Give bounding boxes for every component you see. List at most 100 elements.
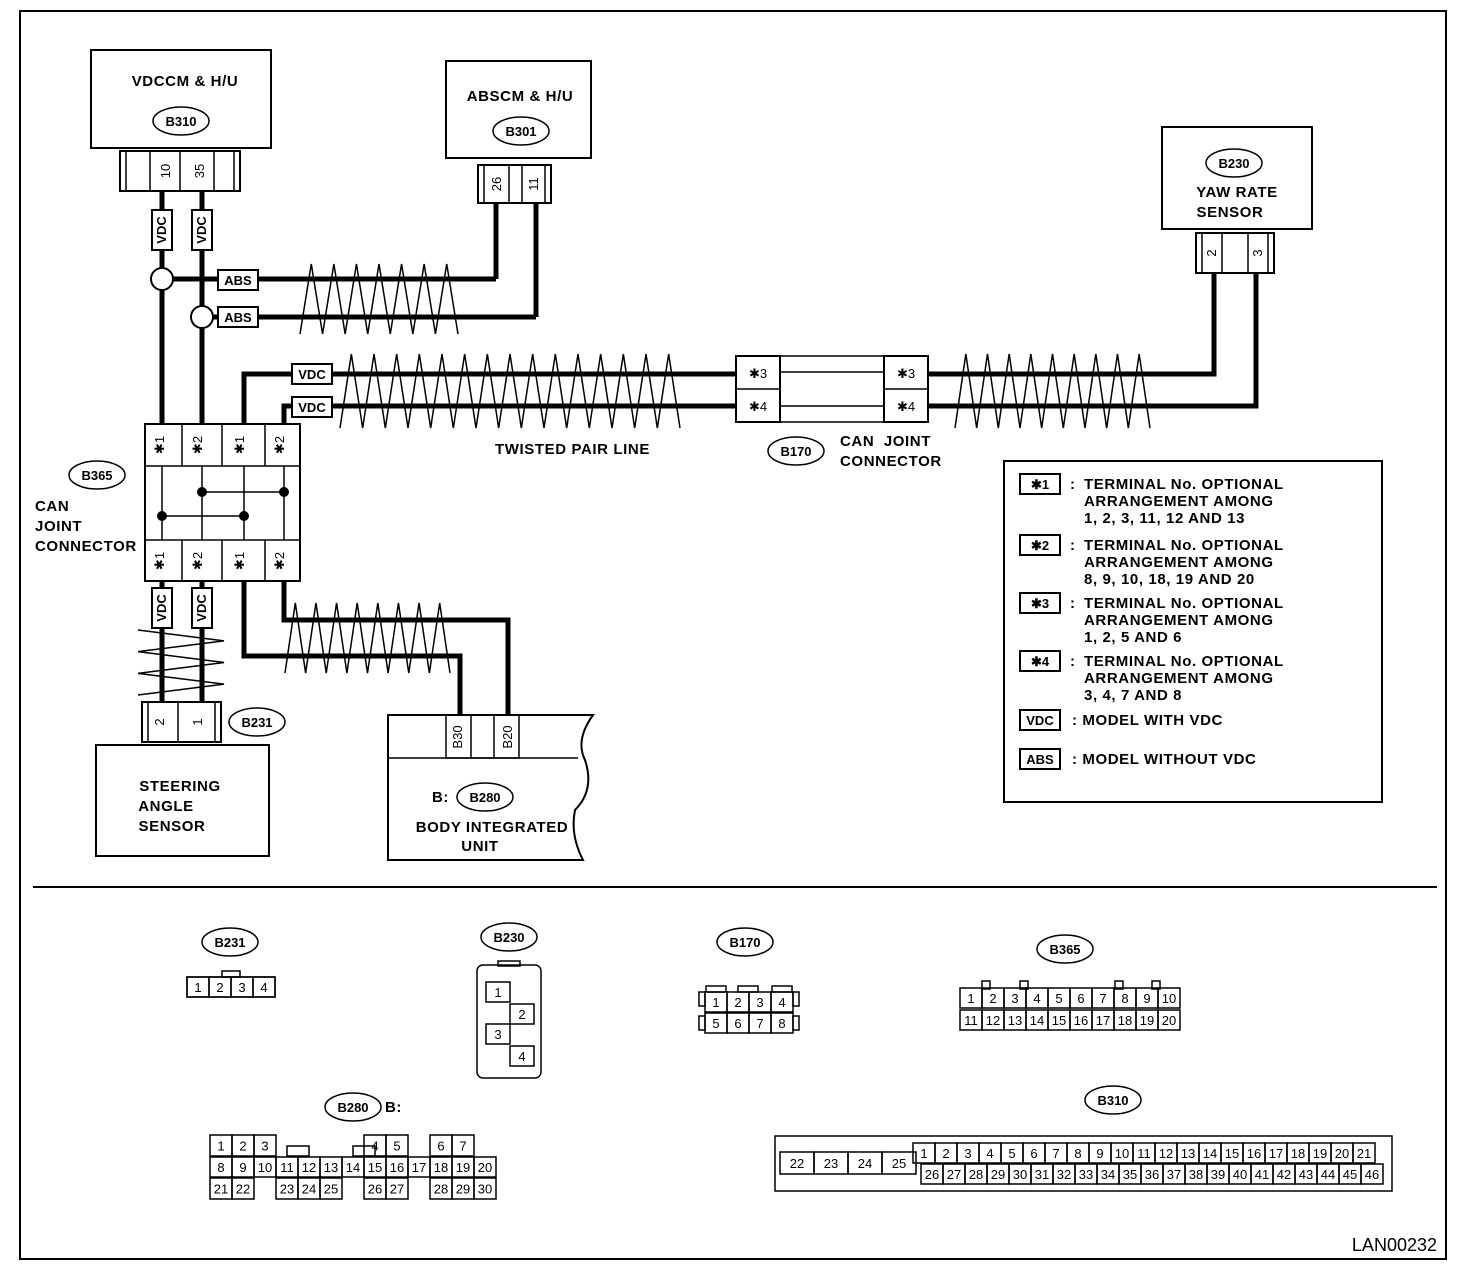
vdc-tag-1: VDC [151, 209, 173, 251]
face-b170-pin: 6 [734, 1016, 741, 1031]
face-b170-latch [698, 991, 706, 1007]
face-b365-pin: 19 [1140, 1013, 1154, 1028]
face-b365-pin: 7 [1099, 991, 1106, 1006]
legend-symbol: ABS [1026, 752, 1054, 767]
twisted-pair-label: TWISTED PAIR LINE [495, 441, 650, 458]
vdccm-name: VDCCM & H/U [132, 73, 239, 90]
svg-text:VDC: VDC [194, 594, 209, 622]
face-b310-pin: 19 [1313, 1146, 1327, 1161]
face-b170-latch [698, 1015, 706, 1031]
face-b365-pin: 14 [1030, 1013, 1044, 1028]
face-b310-pin: 13 [1181, 1146, 1195, 1161]
legend-line: ARRANGEMENT AMONG [1084, 612, 1274, 629]
face-b365-pin: 16 [1074, 1013, 1088, 1028]
face-b280-pin: 27 [390, 1182, 404, 1197]
face-b230-key [497, 960, 521, 967]
face-b310-pin: 45 [1343, 1167, 1357, 1182]
svg-text:VDC: VDC [298, 367, 326, 382]
legend-line: TERMINAL No. OPTIONAL [1084, 595, 1284, 612]
svg-text:VDC: VDC [298, 400, 326, 415]
face-b365-pin: 17 [1096, 1013, 1110, 1028]
b365-top-pin-2: ✱2 [190, 436, 205, 454]
face-b280-pin: 16 [390, 1160, 404, 1175]
face-b231-pin: 3 [238, 980, 245, 995]
face-b365-pin: 3 [1011, 991, 1018, 1006]
vdc-tag-6: VDC [191, 587, 213, 629]
vdc-tag-4: VDC [291, 396, 333, 418]
svg-text:VDC: VDC [194, 216, 209, 244]
face-b310-pin: 6 [1030, 1146, 1037, 1161]
legend-line: TERMINAL No. OPTIONAL [1084, 537, 1284, 554]
legend-separator: : [1070, 653, 1076, 670]
face-b280-pin: 26 [368, 1182, 382, 1197]
face-b310-cell [1352, 1142, 1376, 1164]
face-b310-pin: 27 [947, 1167, 961, 1182]
face-b365-pin: 20 [1162, 1013, 1176, 1028]
face-b310-pin: 25 [892, 1156, 906, 1171]
face-b310-pin: 40 [1233, 1167, 1247, 1182]
legend-line: ARRANGEMENT AMONG [1084, 554, 1274, 571]
face-b365-cell [1157, 987, 1181, 1009]
face-b170-key [705, 985, 727, 993]
steering-pin-2: 2 [152, 718, 167, 725]
face-b365-pin: 2 [989, 991, 996, 1006]
b365-name-1: CAN [35, 498, 69, 515]
face-b280-pin: 11 [280, 1160, 294, 1175]
face-b230-code-oval [480, 922, 538, 952]
face-b280-cell [253, 1134, 277, 1157]
vdc-tag-3: VDC [291, 363, 333, 385]
face-b280-pin: 21 [214, 1182, 228, 1197]
twist-zigzag [284, 602, 451, 674]
yaw-name-2: SENSOR [1197, 204, 1264, 221]
abscm-pin-26: 26 [489, 177, 504, 191]
face-b280-cell [473, 1156, 497, 1178]
face-b310-pin: 31 [1035, 1167, 1049, 1182]
steering-code: B231 [241, 715, 272, 730]
face-b280-pin: 10 [258, 1160, 272, 1175]
face-b310-pin: 1 [920, 1146, 927, 1161]
legend-line: : MODEL WITH VDC [1072, 712, 1223, 729]
body-prefix: B: [432, 789, 449, 806]
legend-symbol-box [1019, 534, 1061, 556]
face-b365-pin: 5 [1055, 991, 1062, 1006]
yaw-pin-3: 3 [1250, 249, 1265, 256]
face-b280-pin: 19 [456, 1160, 470, 1175]
face-b170-code: B170 [729, 935, 760, 950]
twist-zigzag [137, 629, 225, 696]
legend-symbol: VDC [1026, 713, 1054, 728]
b365-top-pin-3: ✱1 [232, 436, 247, 454]
face-b365-pin: 13 [1008, 1013, 1022, 1028]
legend-symbol-box [1019, 709, 1061, 731]
face-b280-pin: 7 [459, 1139, 466, 1154]
twisted-pair-marks [137, 263, 1151, 696]
b170-left-pin-4: ✱4 [749, 399, 767, 414]
face-b310-pin: 11 [1137, 1146, 1151, 1161]
legend-separator: : [1070, 476, 1076, 493]
yaw-pin-2: 2 [1204, 249, 1219, 256]
b170-right-pin-3: ✱3 [897, 366, 915, 381]
face-b310-pin: 30 [1013, 1167, 1027, 1182]
face-b365-pin: 9 [1143, 991, 1150, 1006]
face-b310-pin: 8 [1074, 1146, 1081, 1161]
legend-symbol: ✱4 [1031, 654, 1050, 669]
legend-symbol: ✱2 [1031, 538, 1049, 553]
face-b170-latch [792, 991, 800, 1007]
face-b280-key [286, 1145, 310, 1157]
face-b365-pin: 11 [964, 1013, 978, 1028]
face-b170-pin: 1 [712, 995, 719, 1010]
face-b365-pin: 15 [1052, 1013, 1066, 1028]
legend-symbol-box [1019, 592, 1061, 614]
legend-symbol: ✱1 [1031, 477, 1049, 492]
face-b310-pin: 16 [1247, 1146, 1261, 1161]
face-b280-pin: 28 [434, 1182, 448, 1197]
legend-item-6: ABS: MODEL WITHOUT VDC [1019, 748, 1256, 770]
face-b365-key [981, 980, 991, 990]
face-b280-pin: 15 [368, 1160, 382, 1175]
face-b280-code: B280 [337, 1100, 368, 1115]
face-b170-pin: 4 [778, 995, 785, 1010]
face-b310-pin: 10 [1115, 1146, 1129, 1161]
face-b230-pin: 4 [518, 1049, 525, 1064]
face-b310-pin: 26 [925, 1167, 939, 1182]
